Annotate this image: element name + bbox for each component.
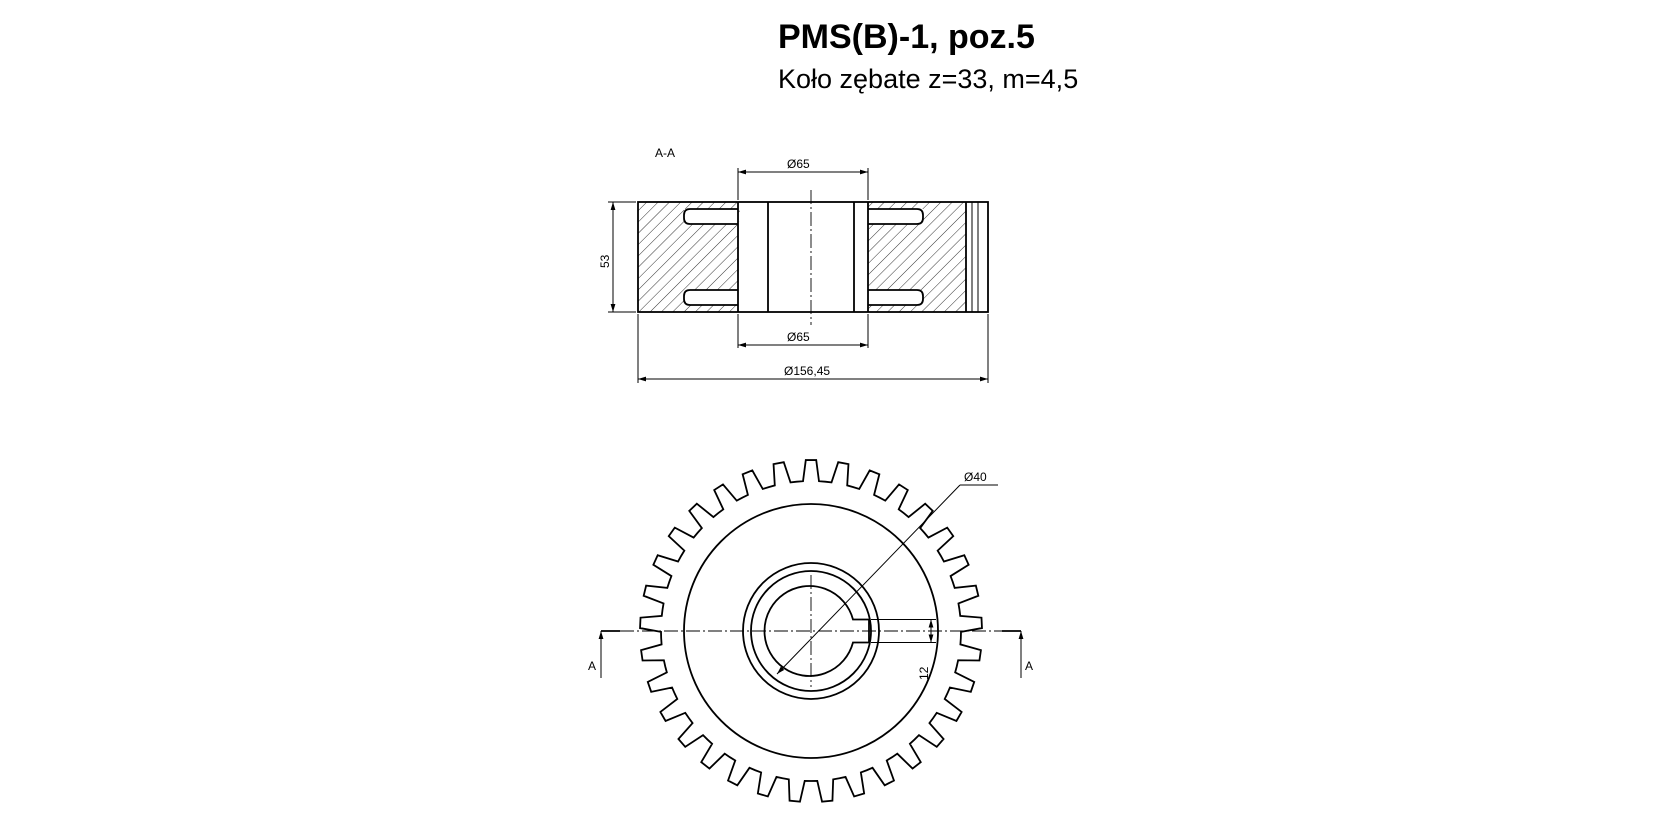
front-view: Ø40 12 A A bbox=[588, 459, 1033, 803]
dim-width: 53 bbox=[598, 254, 612, 268]
dim-outer-dia: Ø156,45 bbox=[784, 364, 830, 378]
dim-hub-dia-top: Ø65 bbox=[787, 157, 810, 171]
pocket-outline-bottom-left bbox=[683, 289, 738, 306]
cut-label-right: A bbox=[1025, 659, 1033, 673]
gear-rim-outline bbox=[637, 201, 989, 313]
pocket-top-left bbox=[684, 209, 738, 224]
section-hatch-right bbox=[868, 202, 966, 312]
dim-bore-dia: Ø40 bbox=[964, 470, 987, 484]
dim-key: 12 bbox=[917, 666, 931, 680]
drawing-subtitle: Koło zębate z=33, m=4,5 bbox=[778, 64, 1079, 94]
bore-dia-leader bbox=[776, 484, 961, 675]
pocket-outline-bottom-right bbox=[868, 289, 924, 306]
section-hatch-left bbox=[638, 202, 740, 312]
drawing-title: PMS(B)-1, poz.5 bbox=[778, 18, 1035, 56]
pocket-top-right bbox=[868, 209, 923, 224]
pocket-bottom-right bbox=[868, 290, 923, 305]
section-view: A-A Ø65 Ø65 bbox=[598, 146, 989, 383]
pocket-outline-top-left bbox=[683, 208, 738, 225]
pocket-outline-top-right bbox=[868, 208, 924, 225]
gear-teeth-outline bbox=[639, 459, 983, 803]
bore-with-keyway bbox=[763, 585, 870, 677]
dim-hub-dia-bottom: Ø65 bbox=[787, 330, 810, 344]
pocket-bottom-left bbox=[684, 290, 738, 305]
section-label: A-A bbox=[655, 146, 675, 160]
cut-label-left: A bbox=[588, 659, 596, 673]
